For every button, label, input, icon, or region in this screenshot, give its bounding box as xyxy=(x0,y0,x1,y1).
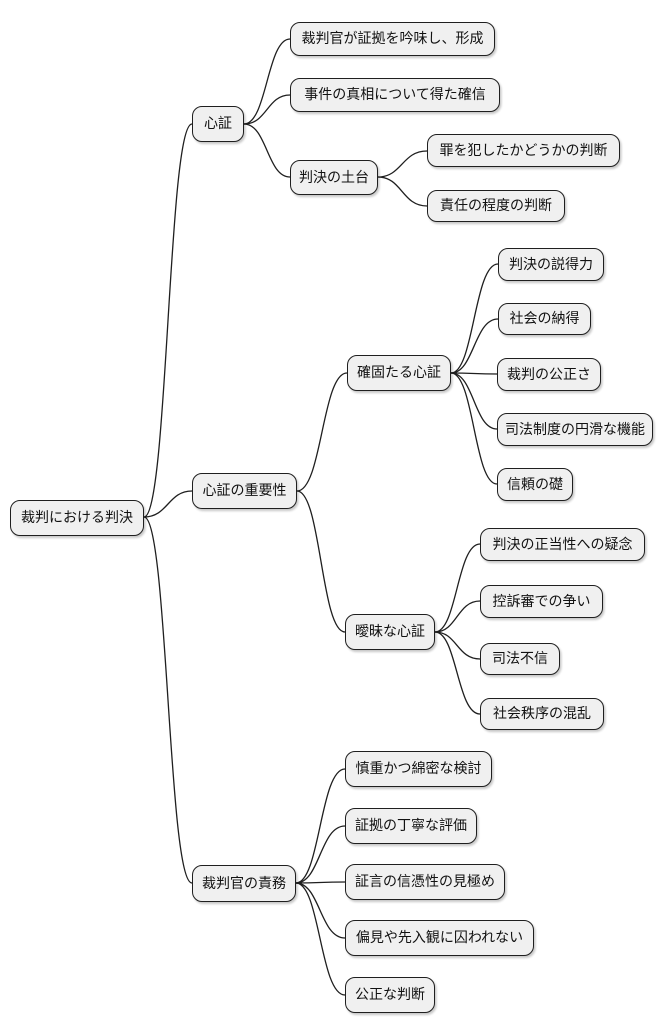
node-shiho-fushin: 司法不信 xyxy=(480,643,560,675)
edge-importance-to-kakko xyxy=(296,372,348,492)
edge-root-to-importance xyxy=(143,490,193,518)
edge-aimai-to-kososhin xyxy=(434,600,481,633)
node-sekinin-handan: 責任の程度の判断 xyxy=(427,190,565,222)
edge-kakko-to-settokuryoku xyxy=(450,263,499,374)
node-saibankan-sekimu: 裁判官の責務 xyxy=(192,865,296,902)
edge-aimai-to-konran xyxy=(434,631,481,715)
node-shinsho-juyosei: 心証の重要性 xyxy=(192,473,297,509)
node-kakko-shinsho: 確固たる心証 xyxy=(347,355,451,391)
edge-aimai-to-ginen xyxy=(434,543,481,633)
edge-root-to-shinsho xyxy=(143,123,193,518)
edge-shinsho-to-ginmi xyxy=(243,38,291,125)
node-shoko-hyoka: 証拠の丁寧な評価 xyxy=(345,808,477,844)
node-shoko-ginmi: 裁判官が証拠を吟味し、形成 xyxy=(290,22,495,56)
edge-duty-to-hyoka xyxy=(295,825,346,884)
node-menmitsu-kento: 慎重かつ綿密な検討 xyxy=(345,751,492,787)
node-settokuryoku: 判決の説得力 xyxy=(498,248,604,281)
edge-duty-to-henken xyxy=(295,882,346,939)
edge-duty-to-mikiwame xyxy=(295,881,346,884)
node-kososhin-arasoi: 控訴審での争い xyxy=(480,585,603,618)
node-shakai-nattoku: 社会の納得 xyxy=(498,303,591,335)
node-tsumi-handan: 罪を犯したかどうかの判断 xyxy=(427,134,620,167)
node-aimai-shinsho: 曖昧な心証 xyxy=(345,614,435,650)
edge-duty-to-handan xyxy=(295,882,346,996)
edge-kakko-to-kosei xyxy=(450,372,498,375)
node-henken-sennyukan: 偏見や先入観に囚われない xyxy=(345,920,534,956)
node-shinsho: 心証 xyxy=(192,106,244,142)
edge-duty-to-kento xyxy=(295,768,346,884)
node-shinso-kakushin: 事件の真相について得た確信 xyxy=(290,78,500,112)
node-shogen-mikiwame: 証言の信憑性の見極め xyxy=(345,864,505,900)
edge-aimai-to-fushin xyxy=(434,631,481,660)
node-hanketsu-dodai: 判決の土台 xyxy=(290,160,378,195)
node-chitsujo-konran: 社会秩序の混乱 xyxy=(480,698,604,730)
edge-dodai-to-sekinin xyxy=(377,176,428,207)
node-seitosei-ginen: 判決の正当性への疑念 xyxy=(480,528,645,561)
edge-kakko-to-shihoseido xyxy=(450,372,498,430)
edge-shinsho-to-dodai xyxy=(243,123,291,178)
edge-shinsho-to-kakushin xyxy=(243,94,291,125)
edge-importance-to-aimai xyxy=(296,490,346,633)
edge-kakko-to-shinrai xyxy=(450,372,498,485)
node-kosei-handan: 公正な判断 xyxy=(345,977,435,1013)
node-root: 裁判における判決 xyxy=(10,500,144,536)
node-shinrai-ishizue: 信頼の礎 xyxy=(497,468,573,501)
node-saiban-kosei: 裁判の公正さ xyxy=(497,358,601,391)
edge-kakko-to-nattoku xyxy=(450,318,499,374)
edge-root-to-duty xyxy=(143,516,193,884)
node-shiho-kino: 司法制度の円滑な機能 xyxy=(497,413,653,446)
edge-dodai-to-tsumi xyxy=(377,150,428,178)
